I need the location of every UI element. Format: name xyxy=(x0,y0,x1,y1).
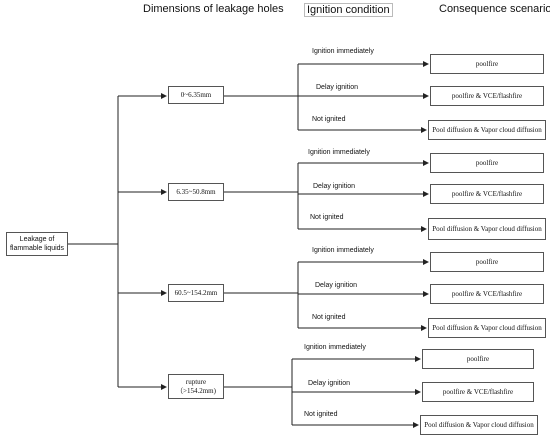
ignition-label-none-0: Not ignited xyxy=(312,116,346,123)
outcome-diffusion-2: Pool diffusion & Vapor cloud diffusion xyxy=(428,318,546,338)
ignition-label-delay-3: Delay ignition xyxy=(308,380,351,387)
outcome-diffusion-1: Pool diffusion & Vapor cloud diffusion xyxy=(428,218,546,240)
ignition-label-immediate-1: Ignition immediately xyxy=(308,149,370,156)
root-node-line2: flammable liquids xyxy=(9,245,65,252)
ignition-label-delay-0: Delay ignition xyxy=(316,84,359,91)
ignition-label-none-1: Not ignited xyxy=(310,214,344,221)
hole-node-0: 0~6.35mm xyxy=(168,86,224,104)
outcome-vce-2: poolfire & VCE/flashfire xyxy=(430,284,544,304)
ignition-label-immediate-2: Ignition immediately xyxy=(312,247,374,254)
outcome-vce-1: poolfire & VCE/flashfire xyxy=(430,184,544,204)
outcome-poolfire-0: poolfire xyxy=(430,54,544,74)
hole-node-1: 6.35~50.8mm xyxy=(168,183,224,201)
outcome-poolfire-3: poolfire xyxy=(422,349,534,369)
ignition-label-delay-1: Delay ignition xyxy=(313,183,356,190)
header-dimensions: Dimensions of leakage holes xyxy=(143,3,284,15)
hole-node-3: rupture （>154.2mm) xyxy=(168,374,224,399)
outcome-vce-3: poolfire & VCE/flashfire xyxy=(422,382,534,402)
hole-node-3-label: rupture xyxy=(185,377,207,386)
ignition-label-none-2: Not ignited xyxy=(312,314,346,321)
hole-node-3-sub: （>154.2mm) xyxy=(176,386,216,395)
header-ignition: Ignition condition xyxy=(304,3,393,17)
root-node-line1: Leakage of xyxy=(19,236,55,243)
outcome-poolfire-2: poolfire xyxy=(430,252,544,272)
ignition-label-none-3: Not ignited xyxy=(304,411,338,418)
ignition-label-immediate-3: Ignition immediately xyxy=(304,344,366,351)
root-node: Leakage of flammable liquids xyxy=(6,232,68,256)
outcome-poolfire-1: poolfire xyxy=(430,153,544,173)
ignition-label-immediate-0: Ignition immediately xyxy=(312,48,374,55)
outcome-diffusion-0: Pool diffusion & Vapor cloud diffusion xyxy=(428,120,546,140)
outcome-diffusion-3: Pool diffusion & Vapor cloud diffusion xyxy=(420,415,538,435)
ignition-label-delay-2: Delay ignition xyxy=(315,282,358,289)
header-consequence: Consequence scenario xyxy=(439,3,550,15)
outcome-vce-0: poolfire & VCE/flashfire xyxy=(430,86,544,106)
hole-node-2: 60.5~154.2mm xyxy=(168,284,224,302)
